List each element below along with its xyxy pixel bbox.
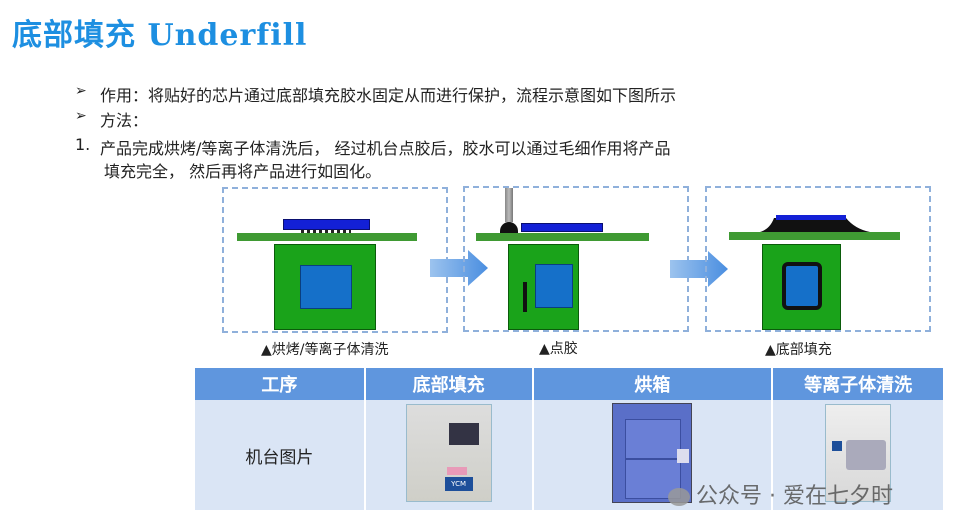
diagram-panel-underfill (705, 186, 931, 332)
header-process: 工序 (195, 368, 366, 400)
bullet-marker: ➢ (75, 83, 87, 99)
title-en: Underfill (147, 18, 308, 53)
solder-bumps (301, 230, 351, 233)
row-label: 机台图片 (195, 400, 366, 510)
equipment-table: 工序 底部填充 烘箱 等离子体清洗 机台图片 YCM (195, 368, 945, 510)
die-top-underfilled (782, 262, 822, 310)
glue-drop (500, 222, 518, 234)
step-text-cont: 填充完全， 然后再将产品进行如固化。 (104, 162, 382, 181)
step-text: 产品完成烘烤/等离子体清洗后， 经过机台点胶后，胶水可以通过毛细作用将产品 (100, 139, 671, 158)
cell-plasma-photo (772, 400, 945, 510)
bullet-method: 方法： (100, 111, 149, 130)
wechat-icon (668, 488, 690, 506)
substrate-top (274, 244, 376, 330)
cell-oven-photo (532, 400, 774, 510)
page-title: 底部填充 Underfill (12, 10, 307, 54)
bullet-purpose: 作用：将贴好的芯片通过底部填充胶水固定从而进行保护，流程示意图如下图所示 (100, 86, 677, 105)
substrate-strip (729, 232, 900, 240)
bullet-marker: ➢ (75, 108, 87, 124)
substrate-top (762, 244, 841, 330)
caption-underfill: ▲底部填充 (765, 342, 832, 358)
chip (521, 223, 603, 232)
arrow-right-icon (670, 251, 728, 287)
dispense-needle-icon (505, 188, 513, 222)
machine-label: YCM (444, 476, 473, 491)
caption-bake: ▲烘烤/等离子体清洗 (261, 342, 389, 358)
glue-line (523, 282, 527, 312)
header-underfill: 底部填充 (364, 368, 534, 400)
title-zh: 底部填充 (12, 18, 136, 53)
plasma-cleaner-image (825, 403, 892, 502)
header-oven: 烘箱 (532, 368, 774, 400)
underfill-machine-image: YCM (405, 403, 492, 502)
diagram-panel-dispense (463, 186, 689, 332)
die-top (300, 265, 352, 309)
header-plasma: 等离子体清洗 (772, 368, 945, 400)
die-top (535, 264, 573, 308)
substrate-strip (476, 233, 649, 241)
chip (283, 219, 370, 230)
oven-image (612, 402, 693, 503)
watermark: 公众号 · 爱在七夕时 (668, 478, 893, 510)
watermark-text: 公众号 · 爱在七夕时 (696, 484, 893, 509)
substrate-strip (237, 233, 417, 241)
step-number: 1. (75, 135, 91, 154)
cell-underfill-photo: YCM (364, 400, 534, 510)
underfill-fillet (760, 215, 870, 232)
caption-dispense: ▲点胶 (539, 341, 578, 357)
arrow-right-icon (430, 250, 488, 286)
